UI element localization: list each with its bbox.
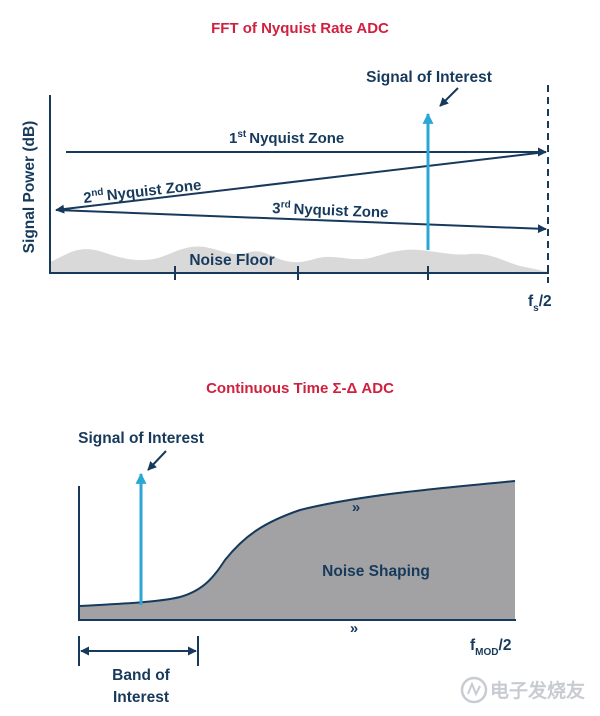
band-of-interest-label-line2: Interest (113, 689, 169, 706)
noise-shaping-area (80, 481, 515, 620)
noise-floor-area (50, 246, 548, 272)
noise-floor-label: Noise Floor (189, 252, 274, 269)
band-of-interest-label-line1: Band of (112, 667, 171, 684)
bottom-signal-pointer (147, 450, 167, 471)
bottom-signal-label: Signal of Interest (78, 430, 204, 447)
axis-break-mark-lower: » (350, 620, 358, 637)
watermark-logo-mark (467, 681, 481, 697)
noise-shaping-curve (79, 480, 516, 607)
y-axis-label: Signal Power (dB) (21, 121, 38, 254)
zone3-arrow (55, 209, 547, 234)
axis-break-mark-upper: » (352, 499, 360, 516)
top-signal-label: Signal of Interest (366, 69, 492, 86)
zone2-arrow (55, 151, 547, 214)
fmod-half-label: fMOD/2 (470, 637, 511, 658)
watermark-logo-icon (460, 676, 488, 704)
bottom-diagram-title: Continuous Time Σ-Δ ADC (206, 380, 394, 397)
watermark-text: 电子发烧友 (490, 679, 585, 702)
noise-shaping-label: Noise Shaping (322, 563, 430, 580)
top-diagram-title: FFT of Nyquist Rate ADC (211, 20, 389, 37)
top-signal-pointer (439, 87, 459, 107)
fs-half-label: fs/2 (528, 293, 552, 314)
